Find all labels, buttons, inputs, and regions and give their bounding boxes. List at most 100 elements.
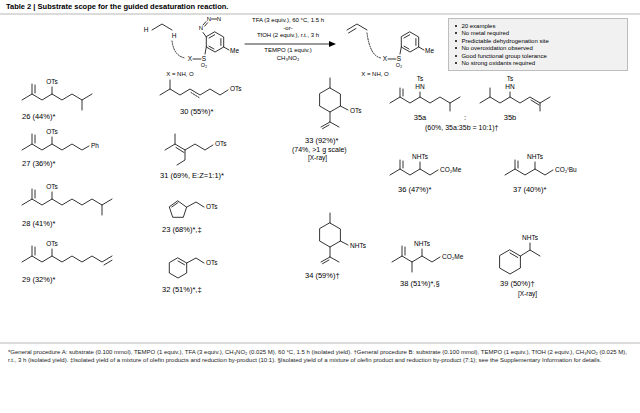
atom-label: O₂ — [201, 63, 207, 69]
atom-label: Me — [425, 48, 434, 55]
skeletal-bond — [160, 80, 228, 95]
skeletal-bond — [169, 201, 204, 217]
skeletal-bond — [388, 47, 424, 59]
bullet-dot — [455, 25, 457, 27]
skeletal-bond — [505, 160, 553, 175]
bullet-dot — [455, 32, 457, 34]
atom-label: OTs — [46, 184, 58, 191]
atom-label: OTs — [206, 260, 218, 267]
compound-label: 23 (68%)*,‡ — [162, 226, 202, 234]
atom-label: Ts — [417, 76, 424, 83]
atom-label: HN — [415, 84, 424, 91]
compound-label: 30 (55%)* — [180, 108, 213, 116]
compound-label: 35b — [504, 114, 517, 122]
atom-label: NHTs — [527, 154, 543, 161]
atom-label: S — [397, 56, 401, 63]
compound-label: (74%, >1 g scale) — [292, 146, 347, 153]
bullet-item: Good functional group tolerance — [455, 52, 621, 60]
atom-label: OTs — [46, 129, 58, 136]
condition-text: -or- — [283, 25, 292, 31]
condition-text: TEMPO (1 equiv.) — [264, 47, 312, 53]
guide-arc — [172, 41, 185, 58]
skeletal-bond — [22, 246, 112, 265]
bond-lines — [0, 14, 640, 343]
skeletal-bond — [22, 189, 112, 215]
skeletal-bond — [191, 93, 199, 98]
skeletal-bond — [320, 213, 348, 264]
bullet-item: Predictable dehydrogenation site — [455, 37, 621, 45]
atom-label: CO₂ᵗBu — [555, 167, 577, 174]
bullet-item: No metal required — [455, 30, 621, 38]
atom-label: O₂ — [396, 63, 402, 69]
skeletal-bond — [390, 88, 460, 111]
compound-label: 32 (51%)*,‡ — [162, 286, 202, 294]
skeletal-bond — [22, 84, 92, 110]
atom-label: Ts — [507, 76, 514, 83]
atom-label: OTs — [206, 204, 218, 211]
compound-label: 29 (32%)* — [22, 276, 55, 284]
bullet-item: No strong oxidants required — [455, 60, 621, 68]
condition-text: X = NH, O — [361, 71, 389, 77]
atom-label: OTs — [350, 108, 362, 115]
table-title: Table 2 | Substrate scope for the guided… — [6, 3, 228, 11]
feature-text: 20 examples — [461, 23, 495, 29]
compound-label: 34 (59%)† — [305, 272, 340, 280]
condition-text: TfOH (2 equiv.), r.t., 3 h — [257, 32, 319, 38]
bullet-dot — [455, 62, 457, 64]
atom-label: N — [207, 16, 211, 22]
compound-label: 35a — [414, 114, 427, 122]
bullet-item: No overoxidation observed — [455, 45, 621, 53]
compound-label: 39 (50%)† — [500, 280, 535, 288]
skeletal-bond — [392, 246, 440, 272]
compound-label: 37 (40%)* — [513, 186, 546, 194]
compound-label: 28 (41%)* — [22, 220, 55, 228]
atom-label: N — [199, 25, 203, 31]
bullet-dot — [455, 40, 457, 42]
feature-text: No overoxidation observed — [461, 45, 532, 51]
compound-label: : — [464, 114, 466, 122]
feature-text: No strong oxidants required — [461, 60, 535, 66]
atom-label: S — [202, 56, 206, 63]
compound-label: 26 (44%)* — [22, 113, 55, 121]
feature-text: Predictable dehydrogenation site — [461, 38, 548, 44]
atom-label: OTs — [46, 79, 58, 86]
atom-label: Ph — [91, 143, 99, 150]
feature-panel: 20 examplesNo metal requiredPredictable … — [448, 18, 628, 71]
aryl-ring — [206, 32, 223, 52]
footnote-rule — [0, 343, 640, 344]
atom-label: Me — [230, 48, 239, 55]
atom-label: CO₂Me — [440, 167, 461, 174]
skeletal-bond — [193, 19, 229, 59]
atom-label: X — [188, 56, 192, 63]
compound-label: 38 (51%)*,§ — [400, 280, 440, 288]
condition-text: TFA (3 equiv.), 60 °C, 1.5 h — [252, 17, 324, 23]
feature-text: No metal required — [461, 30, 509, 36]
compound-label: (60%, 35a:35b = 10:1)† — [425, 124, 498, 131]
atom-label: HN — [505, 84, 514, 91]
skeletal-bond — [347, 24, 367, 33]
reaction-arrow — [245, 44, 330, 45]
arrow-head — [329, 41, 336, 47]
atom-label: OTs — [230, 86, 242, 93]
skeletal-bond — [169, 258, 204, 278]
xray-note: [X-ray] — [518, 291, 537, 298]
atom-label: OTs — [46, 241, 58, 248]
skeletal-bond — [152, 24, 172, 30]
compound-label: 36 (47%)* — [398, 186, 431, 194]
compound-label: 33 (92%)* — [305, 137, 338, 145]
skeletal-bond — [22, 134, 89, 150]
skeletal-bond — [390, 160, 438, 175]
atom-label: NHTs — [522, 235, 538, 242]
compound-label: 31 (69%, E:Z=1:1)* — [160, 172, 224, 180]
atom-label: NHTs — [350, 243, 366, 250]
compound-label: 27 (36%)* — [22, 160, 55, 168]
bullet-dot — [455, 55, 457, 57]
skeletal-bond — [165, 134, 213, 165]
atom-label: OTs — [215, 141, 227, 148]
feature-text: Good functional group tolerance — [461, 53, 546, 59]
skeletal-bond — [500, 243, 540, 274]
aryl-ring — [401, 32, 418, 52]
footnote: *General procedure A: substrate (0.100 m… — [8, 348, 632, 364]
atom-label: NHTs — [414, 241, 430, 248]
